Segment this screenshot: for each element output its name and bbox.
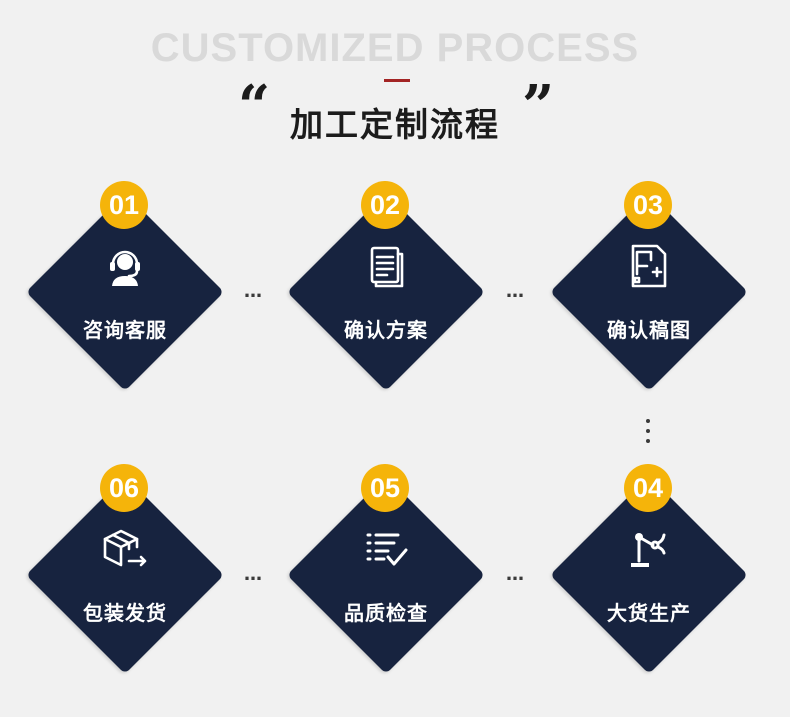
package-icon <box>101 525 149 573</box>
left-quote-mark: “ <box>238 73 271 139</box>
step-label: 确认稿图 <box>607 318 691 342</box>
step-label: 确认方案 <box>344 318 428 342</box>
blueprint-icon <box>625 242 673 290</box>
step-number-badge: 06 <box>100 464 148 512</box>
robot-arm-icon <box>625 525 673 573</box>
right-quote-mark: ” <box>522 73 555 139</box>
process-step-1: 01 咨询客服 <box>25 181 225 392</box>
connector-dots: … <box>506 564 526 585</box>
connector-dots-vertical <box>646 419 650 449</box>
process-step-3: 03 确认稿图 <box>549 181 749 392</box>
connector-dots: … <box>506 281 526 302</box>
step-number-badge: 02 <box>361 181 409 229</box>
customer-service-icon <box>101 242 149 290</box>
checklist-icon <box>362 525 410 573</box>
document-icon <box>362 242 410 290</box>
page-title: 加工定制流程 <box>290 105 500 144</box>
step-number-badge: 04 <box>624 464 672 512</box>
process-step-2: 02 确认方案 <box>286 181 486 392</box>
step-label: 大货生产 <box>607 601 691 625</box>
background-title: CUSTOMIZED PROCESS <box>150 26 640 70</box>
step-label: 包装发货 <box>83 601 167 625</box>
process-step-6: 06 包装发货 <box>25 464 225 675</box>
step-label: 品质检查 <box>344 601 428 625</box>
title-accent-line <box>384 79 410 82</box>
step-number-badge: 01 <box>100 181 148 229</box>
process-step-5: 05 品质检查 <box>286 464 486 675</box>
step-number-badge: 03 <box>624 181 672 229</box>
connector-dots: … <box>244 281 264 302</box>
step-label: 咨询客服 <box>83 318 167 342</box>
process-step-4: 04 大货生产 <box>549 464 749 675</box>
connector-dots: … <box>244 564 264 585</box>
step-number-badge: 05 <box>361 464 409 512</box>
